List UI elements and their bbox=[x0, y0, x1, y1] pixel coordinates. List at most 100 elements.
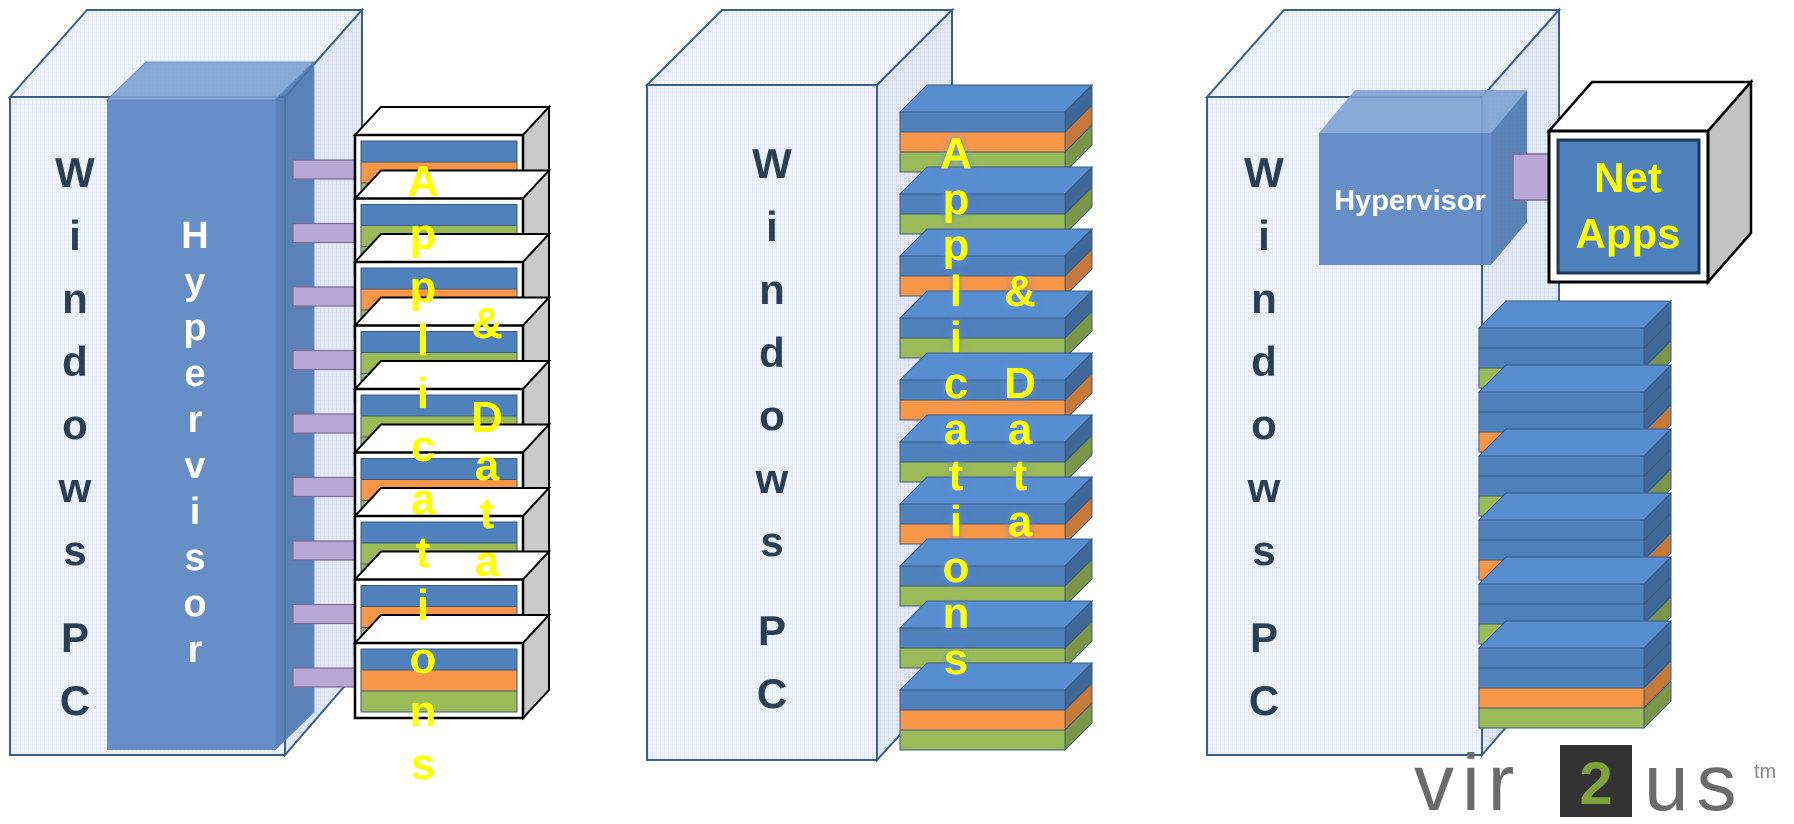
diagram-3: Hypervisor Net Apps W i n d o w s P C bbox=[1204, 7, 1754, 758]
applications-label: A p p l i c a t i o n s bbox=[407, 157, 439, 789]
pc-letter: P bbox=[758, 607, 786, 654]
slab-front bbox=[899, 379, 1066, 401]
app-box-layer bbox=[360, 690, 518, 713]
pc-letter: o bbox=[759, 392, 785, 439]
slab-top bbox=[898, 538, 1094, 567]
slab-top bbox=[1477, 556, 1673, 585]
data-letter: a bbox=[475, 537, 500, 586]
slab-top bbox=[1477, 428, 1673, 457]
data-letter: t bbox=[480, 489, 495, 538]
slab-front bbox=[1478, 667, 1645, 689]
app-box-top bbox=[352, 106, 552, 136]
slab-front bbox=[899, 709, 1066, 731]
applications-letter: p bbox=[410, 210, 437, 259]
slab-top bbox=[1477, 492, 1673, 521]
app-box-top bbox=[352, 487, 552, 517]
applications-letter: i bbox=[417, 581, 429, 630]
slab-front bbox=[1478, 647, 1645, 669]
pc-letter: i bbox=[69, 212, 81, 259]
pc-letter: w bbox=[1247, 464, 1281, 511]
slab-front bbox=[899, 441, 1066, 463]
slab-front bbox=[1478, 327, 1645, 349]
hypervisor-letter: y bbox=[184, 261, 205, 303]
pc-letter: s bbox=[63, 527, 86, 574]
slab-front bbox=[1478, 707, 1645, 729]
diagram-1: W i n d o w s P C H y p e r v i s o r A … bbox=[7, 7, 552, 789]
data-label: & D a t a bbox=[471, 299, 503, 586]
app-box-top bbox=[352, 550, 552, 581]
pc-letter: C bbox=[1249, 677, 1279, 724]
stack-layer bbox=[899, 681, 1093, 732]
pc-letter: W bbox=[1244, 149, 1284, 196]
logo-text-right: us bbox=[1644, 738, 1745, 824]
pc-letter: d bbox=[1251, 338, 1277, 385]
connector bbox=[292, 540, 356, 561]
connector bbox=[292, 667, 356, 688]
stack-layer bbox=[898, 599, 1094, 650]
slab-top bbox=[898, 84, 1094, 113]
pc-letter: P bbox=[1250, 614, 1278, 661]
slab-top bbox=[898, 352, 1094, 381]
applications-letter: t bbox=[416, 528, 431, 577]
slab-front bbox=[899, 111, 1066, 133]
data-letter: a bbox=[1008, 405, 1033, 454]
app-box-layer bbox=[360, 267, 518, 290]
stack-layer bbox=[1478, 319, 1672, 370]
data-letter: D bbox=[1004, 359, 1036, 408]
applications-letter: A bbox=[940, 129, 972, 178]
slab-front bbox=[1478, 455, 1645, 477]
data-letter: a bbox=[475, 441, 500, 490]
windows-pc-label: W i n d o w s P C bbox=[55, 149, 95, 724]
ampersand: & bbox=[1004, 267, 1036, 316]
windows-pc-label: W i n d o w s P C bbox=[752, 140, 792, 717]
applications-letter: s bbox=[411, 740, 435, 789]
stack-layer bbox=[898, 165, 1094, 216]
slab-front bbox=[899, 565, 1066, 587]
applications-letter: l bbox=[417, 316, 429, 365]
app-box-top bbox=[352, 614, 552, 644]
applications-letter: n bbox=[943, 589, 970, 638]
slab-front bbox=[899, 689, 1066, 711]
hypervisor-block bbox=[105, 60, 316, 752]
pc-letter: i bbox=[766, 203, 778, 250]
pc-letter: C bbox=[757, 670, 787, 717]
slab-top bbox=[898, 600, 1094, 629]
windows-pc-label: W i n d o w s P C bbox=[1244, 149, 1284, 724]
vir2us-logo: vir 2 us tm bbox=[1414, 738, 1776, 824]
applications-letter: p bbox=[410, 263, 437, 312]
hypervisor-letter: v bbox=[184, 445, 205, 487]
connector bbox=[292, 413, 356, 434]
slab-top bbox=[1477, 300, 1673, 329]
applications-letter: a bbox=[411, 475, 436, 524]
applications-letter: o bbox=[410, 634, 437, 683]
hypervisor-letter: r bbox=[188, 399, 203, 441]
app-box-layer bbox=[360, 669, 518, 692]
slab-front bbox=[899, 627, 1066, 649]
net-apps-label: Apps bbox=[1576, 210, 1681, 257]
net-apps-box: Net Apps bbox=[1546, 78, 1754, 286]
slab-top bbox=[1477, 364, 1673, 393]
app-box-stack bbox=[352, 104, 552, 721]
app-box-layer bbox=[360, 140, 518, 163]
applications-letter: s bbox=[944, 635, 968, 684]
logo-two-box bbox=[1560, 745, 1632, 817]
pc-letter: C bbox=[60, 677, 90, 724]
stack-layer bbox=[898, 413, 1094, 464]
applications-letter: c bbox=[411, 422, 435, 471]
applications-letter: o bbox=[943, 543, 970, 592]
stack-layer bbox=[898, 227, 1094, 278]
app-box-layer bbox=[360, 204, 518, 226]
app-box-top bbox=[352, 233, 552, 263]
connector-group bbox=[292, 159, 356, 688]
pc-letter: n bbox=[1251, 275, 1277, 322]
ampersand: & bbox=[471, 299, 503, 348]
logo-text-two: 2 bbox=[1579, 750, 1612, 817]
connector bbox=[292, 222, 356, 244]
slab-front bbox=[1478, 687, 1645, 709]
hypervisor-letter: r bbox=[188, 629, 203, 671]
data-layer-group bbox=[1477, 619, 1673, 730]
stack-layer bbox=[1477, 363, 1673, 414]
stack-layer bbox=[1478, 575, 1672, 626]
app-box-top bbox=[352, 169, 552, 200]
